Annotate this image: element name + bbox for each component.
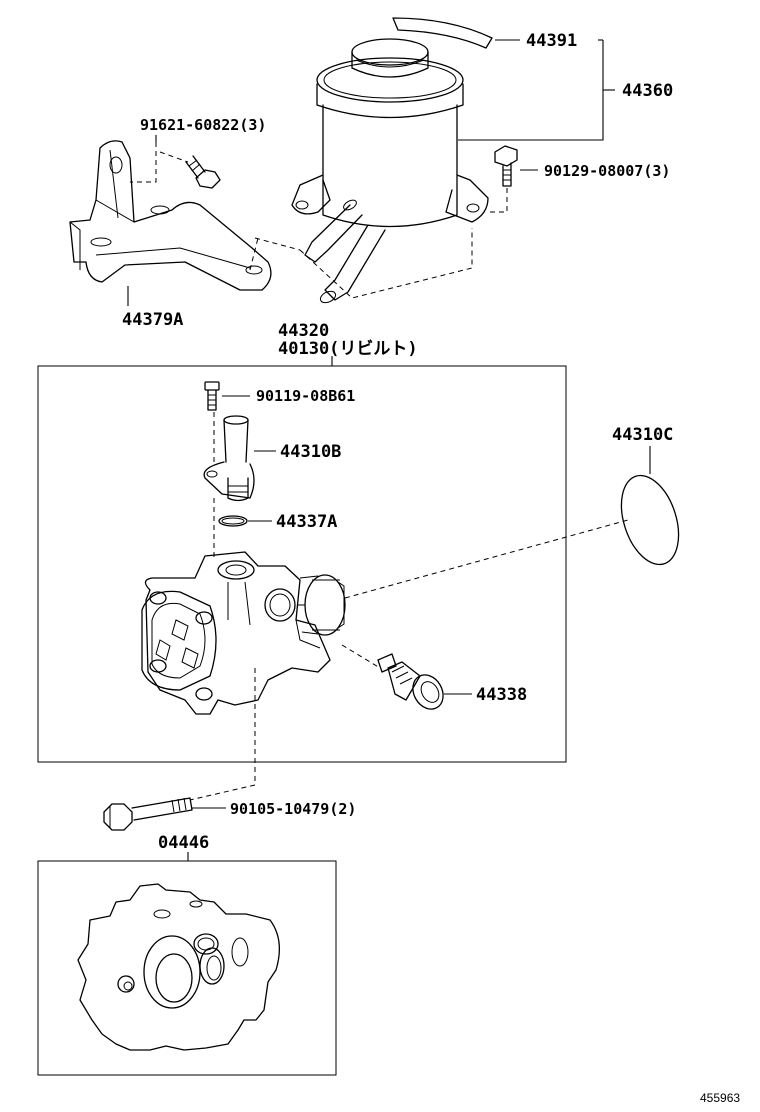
pump-bolt-part xyxy=(103,797,193,831)
figure-number: 455963 xyxy=(700,1091,740,1105)
gasket-kit-part xyxy=(77,883,281,1051)
callout-cap-seal: 44391 xyxy=(526,31,577,51)
union-bolt-part xyxy=(204,381,220,411)
guide-dashed xyxy=(249,237,259,271)
callout-union-bolt: 90119-08B61 xyxy=(256,387,355,405)
callout-pump-rebuilt: 40130(リビルト) xyxy=(278,339,418,359)
callout-reservoir-bolt: 90129-08007(3) xyxy=(544,162,670,180)
guide-dashed xyxy=(341,644,381,669)
callout-gasket-kit: 04446 xyxy=(158,833,209,853)
callout-union: 44310B xyxy=(280,442,341,462)
callout-valve: 44338 xyxy=(476,685,527,705)
gasket-kit-frame xyxy=(37,860,337,1076)
guide-dashed xyxy=(189,784,256,801)
pump-assembly-frame xyxy=(37,365,567,763)
union-part xyxy=(203,415,255,502)
reservoir-bolt-part xyxy=(494,145,518,187)
callout-o-ring: 44337A xyxy=(276,512,337,532)
callout-pump-bolt: 90105-10479(2) xyxy=(230,800,356,818)
cap-seal-part xyxy=(392,17,493,49)
o-ring-part xyxy=(218,515,248,527)
callout-pump-assy: 44320 xyxy=(278,321,329,341)
guide-dashed xyxy=(254,237,301,251)
reservoir-part xyxy=(291,38,489,304)
flow-valve-part xyxy=(377,653,444,710)
callout-bracket-bolt: 91621-60822(3) xyxy=(140,116,266,134)
callout-bracket: 44379A xyxy=(122,310,183,330)
guide-dashed xyxy=(130,142,157,183)
leader-line xyxy=(458,40,604,141)
callout-reservoir: 44360 xyxy=(622,81,673,101)
guide-dashed xyxy=(299,228,473,299)
guide-dashed xyxy=(344,519,629,599)
pulley-seal-part xyxy=(620,474,680,566)
callout-pulley-seal: 44310C xyxy=(612,425,673,445)
pump-body-part xyxy=(141,551,346,715)
guide-dashed xyxy=(159,151,189,163)
bracket-bolt-part xyxy=(185,155,221,189)
bracket-part xyxy=(69,140,272,291)
guide-dashed xyxy=(488,188,508,213)
